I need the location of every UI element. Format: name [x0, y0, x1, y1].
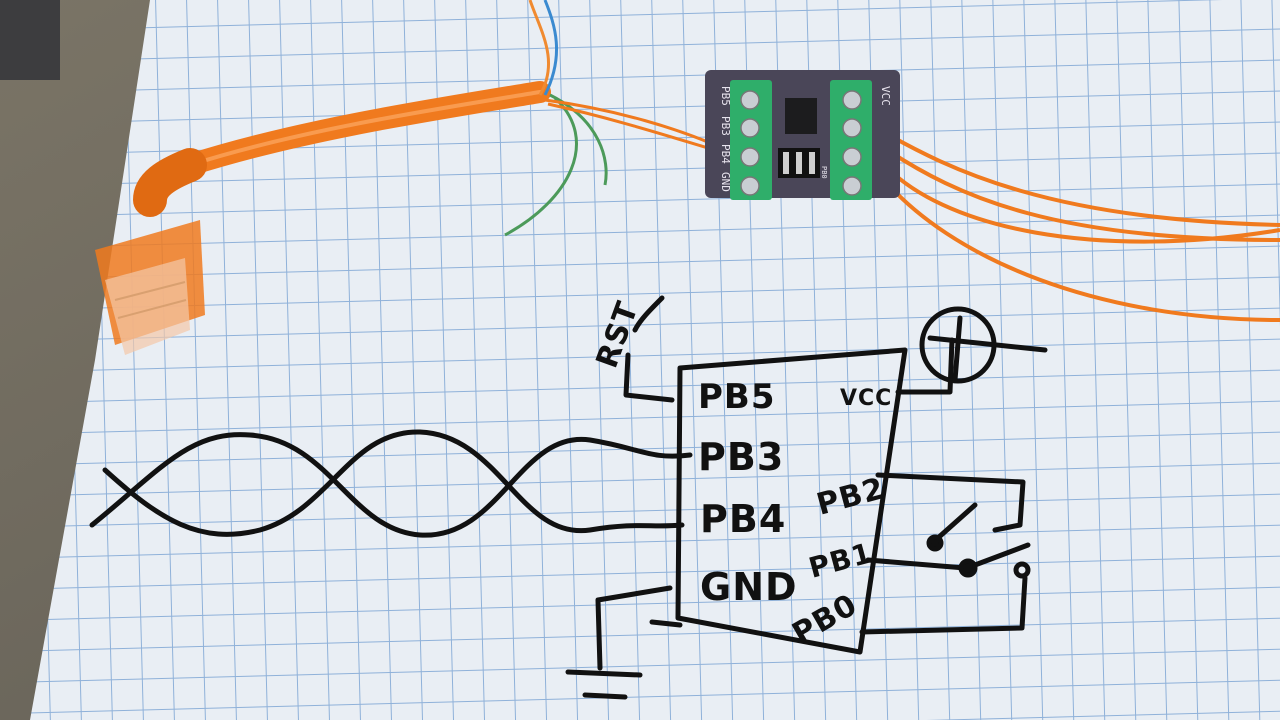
sketch-label-pb5: PB5 — [698, 377, 776, 417]
ethernet-cable — [133, 81, 551, 217]
board-label-pb4: PB4 — [719, 144, 732, 164]
left-terminal-block — [730, 80, 772, 200]
dark-corner — [0, 0, 60, 80]
rj45-plug — [95, 220, 205, 355]
sketch-label-pb4: PB4 — [700, 497, 786, 541]
right-wires — [878, 128, 1280, 322]
sketch-label-gnd: GND — [700, 565, 798, 609]
sketch-label-vcc: VCC — [840, 386, 892, 411]
board-label-pb3: PB3 — [719, 116, 732, 136]
loose-wires — [504, 0, 716, 237]
board-label-jumper: PB0 — [820, 166, 828, 179]
header-pins — [778, 148, 820, 178]
left-screws — [740, 90, 760, 196]
sketch-label-pb3: PB3 — [698, 435, 784, 479]
graph-paper — [30, 0, 1280, 720]
right-terminal-block — [830, 80, 872, 200]
right-screws — [842, 90, 862, 196]
sketch-chip-outline — [675, 347, 908, 655]
board-label-gnd: GND — [719, 172, 732, 192]
board-label-vcc: VCC — [879, 86, 892, 106]
hand-drawn-schematic — [89, 295, 1048, 700]
board-label-pb5: PB5 — [719, 86, 732, 106]
soic-chip — [785, 98, 817, 134]
breakout-board: PB5 PB3 PB4 GND VCC PB0 — [705, 70, 900, 200]
